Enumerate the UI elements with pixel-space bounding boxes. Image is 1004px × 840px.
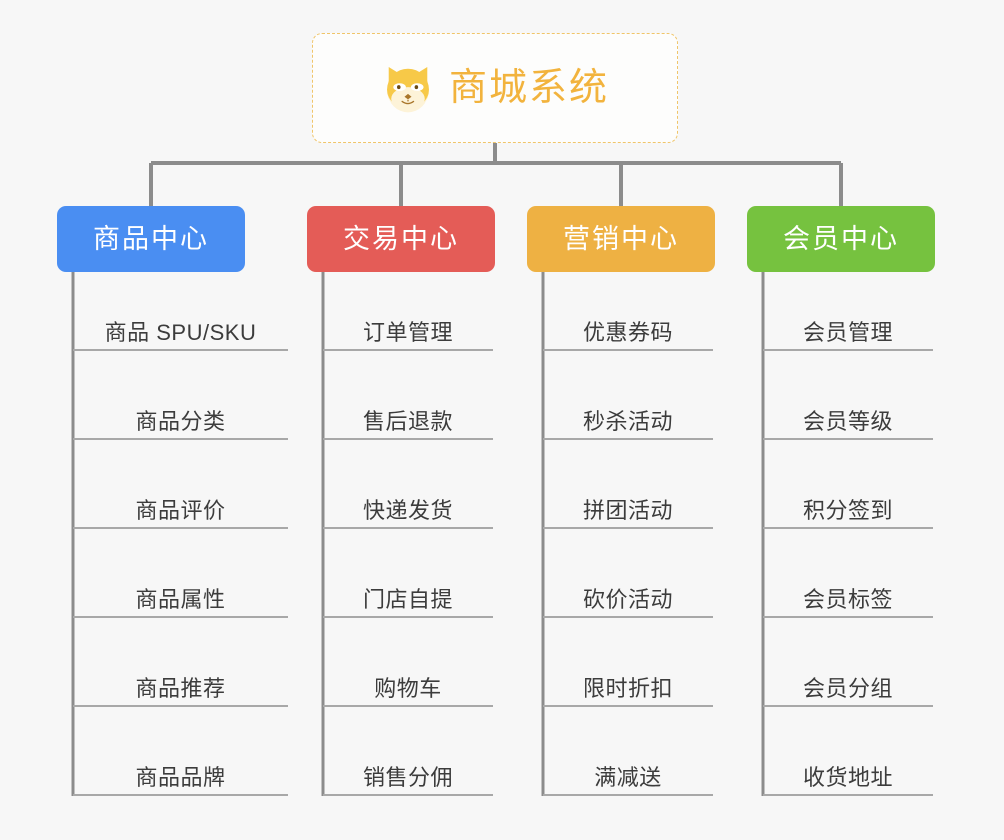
- leaf-item-label: 优惠券码: [582, 319, 673, 345]
- leaf-item-label: 门店自提: [362, 586, 453, 612]
- category-label: 会员中心: [783, 223, 899, 254]
- leaf-item[interactable]: 限时折扣: [543, 659, 713, 707]
- leaf-item[interactable]: 会员等级: [763, 392, 933, 440]
- leaf-item[interactable]: 商品分类: [73, 392, 288, 440]
- category-box-product-center[interactable]: 商品中心: [57, 206, 245, 272]
- leaf-item-label: 商品品牌: [135, 764, 226, 790]
- shiba-dog-icon: [387, 67, 429, 113]
- category-label: 营销中心: [563, 223, 679, 254]
- leaf-item-label: 会员分组: [802, 675, 893, 701]
- leaf-item[interactable]: 门店自提: [323, 570, 493, 618]
- leaf-item-label: 积分签到: [802, 497, 893, 523]
- leaf-item-label: 限时折扣: [582, 675, 673, 701]
- category-box-marketing-center[interactable]: 营销中心: [527, 206, 715, 272]
- leaf-item-label: 商品评价: [135, 497, 226, 523]
- leaf-item[interactable]: 积分签到: [763, 481, 933, 529]
- leaf-item[interactable]: 优惠券码: [543, 303, 713, 351]
- leaf-item[interactable]: 订单管理: [323, 303, 493, 351]
- leaf-item[interactable]: 拼团活动: [543, 481, 713, 529]
- leaf-item[interactable]: 商品 SPU/SKU: [73, 303, 288, 351]
- leaf-item-label: 会员标签: [802, 586, 893, 612]
- category-label: 商品中心: [93, 223, 209, 254]
- leaf-item-label: 售后退款: [362, 408, 453, 434]
- leaf-item[interactable]: 售后退款: [323, 392, 493, 440]
- leaf-item-label: 砍价活动: [582, 586, 673, 612]
- category-box-trade-center[interactable]: 交易中心: [307, 206, 495, 272]
- leaf-item-label: 订单管理: [362, 319, 453, 345]
- leaf-item-label: 满减送: [594, 764, 662, 790]
- leaf-item-label: 销售分佣: [362, 764, 453, 790]
- leaf-item-label: 商品 SPU/SKU: [104, 319, 257, 345]
- leaf-item[interactable]: 会员标签: [763, 570, 933, 618]
- root-title: 商城系统: [448, 67, 609, 109]
- leaf-item[interactable]: 会员管理: [763, 303, 933, 351]
- leaf-item[interactable]: 满减送: [543, 748, 713, 796]
- category-label: 交易中心: [343, 223, 459, 254]
- leaf-item-label: 收货地址: [802, 764, 893, 790]
- leaf-item-label: 秒杀活动: [582, 408, 673, 434]
- root-node[interactable]: 商城系统: [312, 33, 678, 143]
- leaf-item[interactable]: 购物车: [323, 659, 493, 707]
- leaf-item[interactable]: 商品属性: [73, 570, 288, 618]
- leaf-item-label: 会员等级: [802, 408, 893, 434]
- leaf-item[interactable]: 砍价活动: [543, 570, 713, 618]
- leaf-item-label: 快递发货: [362, 497, 453, 523]
- leaf-item[interactable]: 秒杀活动: [543, 392, 713, 440]
- leaf-item[interactable]: 收货地址: [763, 748, 933, 796]
- leaf-item-label: 购物车: [374, 675, 442, 701]
- leaf-item[interactable]: 会员分组: [763, 659, 933, 707]
- category-box-member-center[interactable]: 会员中心: [747, 206, 935, 272]
- leaf-item[interactable]: 销售分佣: [323, 748, 493, 796]
- leaf-item[interactable]: 快递发货: [323, 481, 493, 529]
- leaf-item[interactable]: 商品评价: [73, 481, 288, 529]
- leaf-item-label: 商品分类: [135, 408, 226, 434]
- leaf-item[interactable]: 商品品牌: [73, 748, 288, 796]
- leaf-item-label: 商品推荐: [135, 675, 226, 701]
- leaf-item-label: 拼团活动: [582, 497, 673, 523]
- leaf-item[interactable]: 商品推荐: [73, 659, 288, 707]
- leaf-item-label: 商品属性: [135, 586, 226, 612]
- leaf-item-label: 会员管理: [802, 319, 893, 345]
